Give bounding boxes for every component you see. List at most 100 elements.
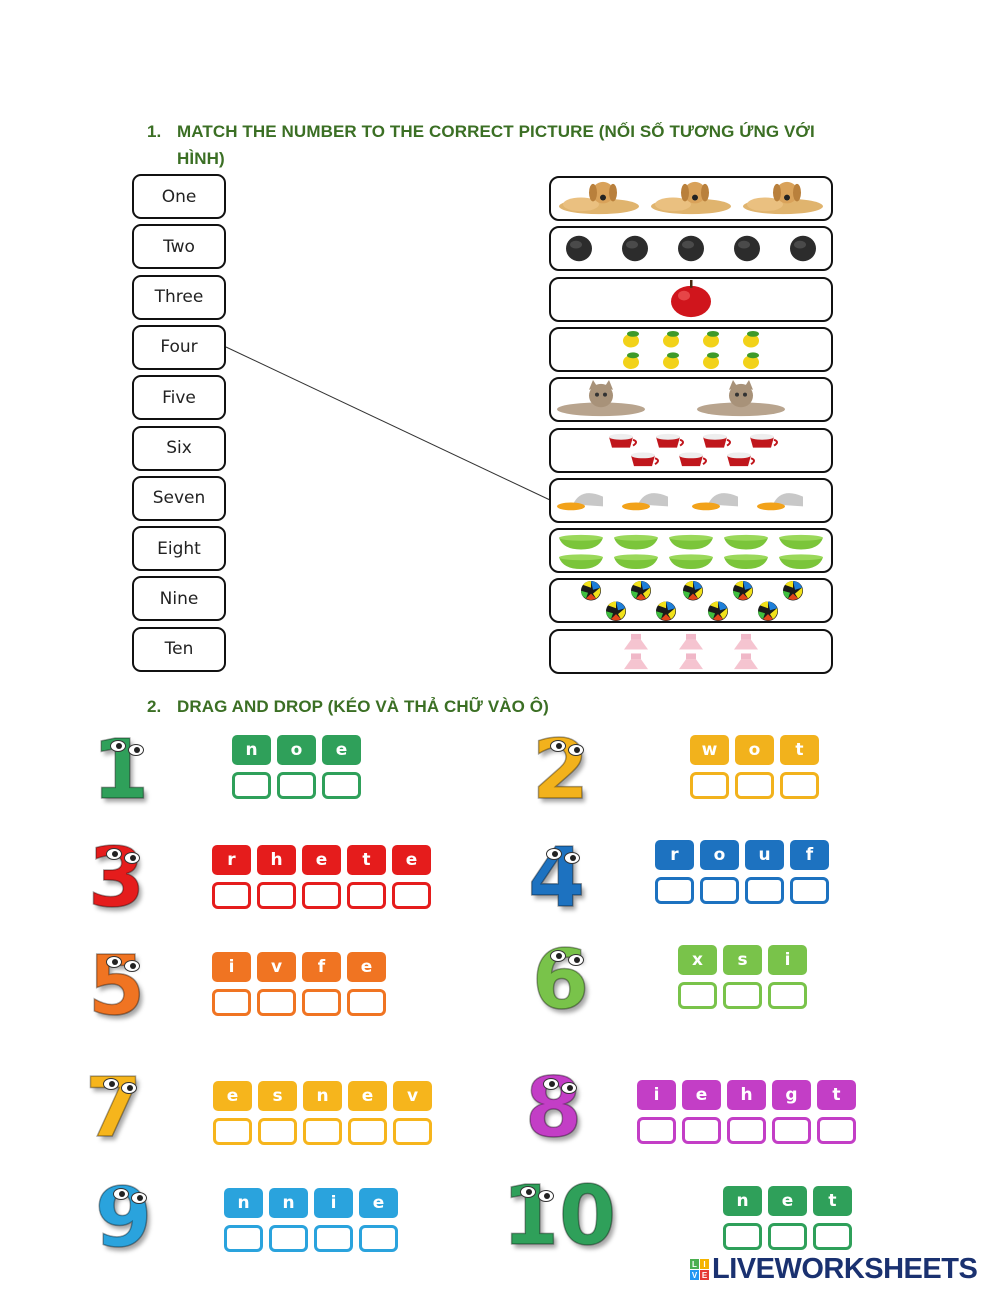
- letter-tile[interactable]: n: [232, 735, 271, 765]
- word-box-eight[interactable]: Eight: [132, 526, 226, 572]
- drop-slot[interactable]: [347, 882, 386, 909]
- letter-tile[interactable]: e: [768, 1186, 807, 1216]
- drop-slot[interactable]: [224, 1225, 263, 1252]
- drop-slot[interactable]: [772, 1117, 811, 1144]
- picture-box-8[interactable]: [549, 528, 833, 574]
- letter-tile[interactable]: n: [303, 1081, 342, 1111]
- letter-tile[interactable]: s: [723, 945, 762, 975]
- drop-slot[interactable]: [257, 989, 296, 1016]
- drop-slot[interactable]: [302, 882, 341, 909]
- letter-tile[interactable]: r: [212, 845, 251, 875]
- picture-box-3[interactable]: [549, 276, 833, 322]
- letter-tile[interactable]: e: [359, 1188, 398, 1218]
- letter-tile[interactable]: t: [780, 735, 819, 765]
- picture-box-6[interactable]: [549, 427, 833, 473]
- picture-box-4[interactable]: [549, 326, 833, 372]
- drop-slot[interactable]: [212, 989, 251, 1016]
- letter-tile[interactable]: u: [745, 840, 784, 870]
- drop-slot[interactable]: [257, 882, 296, 909]
- letter-tile[interactable]: t: [817, 1080, 856, 1110]
- drop-slot[interactable]: [768, 1223, 807, 1250]
- picture-box-2[interactable]: [549, 226, 833, 272]
- drop-slot[interactable]: [269, 1225, 308, 1252]
- picture-box-9[interactable]: [549, 578, 833, 624]
- letter-tile[interactable]: e: [347, 952, 386, 982]
- drop-slot[interactable]: [303, 1118, 342, 1145]
- letter-tile[interactable]: x: [678, 945, 717, 975]
- drop-slot[interactable]: [393, 1118, 432, 1145]
- word-box-two[interactable]: Two: [132, 224, 226, 270]
- word-box-five[interactable]: Five: [132, 375, 226, 421]
- letter-tile[interactable]: g: [772, 1080, 811, 1110]
- letter-tile[interactable]: i: [212, 952, 251, 982]
- drop-slot[interactable]: [302, 989, 341, 1016]
- bowl-icon: [779, 554, 823, 570]
- letter-tile[interactable]: i: [314, 1188, 353, 1218]
- letter-tile[interactable]: h: [727, 1080, 766, 1110]
- drop-slot[interactable]: [723, 1223, 762, 1250]
- word-box-three[interactable]: Three: [132, 274, 226, 320]
- drop-slot[interactable]: [678, 982, 717, 1009]
- letter-tile[interactable]: s: [258, 1081, 297, 1111]
- letter-tile[interactable]: t: [347, 845, 386, 875]
- word-box-ten[interactable]: Ten: [132, 626, 226, 672]
- drop-slot[interactable]: [780, 772, 819, 799]
- drop-slot[interactable]: [690, 772, 729, 799]
- letter-tile[interactable]: v: [393, 1081, 432, 1111]
- letter-tile[interactable]: e: [392, 845, 431, 875]
- letter-tile[interactable]: h: [257, 845, 296, 875]
- drop-slot[interactable]: [817, 1117, 856, 1144]
- drop-slot[interactable]: [347, 989, 386, 1016]
- drop-slot[interactable]: [314, 1225, 353, 1252]
- word-box-one[interactable]: One: [132, 174, 226, 219]
- letter-tile[interactable]: n: [723, 1186, 762, 1216]
- drop-slot[interactable]: [637, 1117, 676, 1144]
- word-box-six[interactable]: Six: [132, 425, 226, 471]
- drop-slot[interactable]: [232, 772, 271, 799]
- picture-box-10[interactable]: [549, 628, 833, 674]
- letter-tile[interactable]: o: [277, 735, 316, 765]
- picture-box-5[interactable]: [549, 377, 833, 423]
- letter-tile[interactable]: w: [690, 735, 729, 765]
- letter-tile[interactable]: n: [269, 1188, 308, 1218]
- drop-slot[interactable]: [277, 772, 316, 799]
- letter-tile[interactable]: n: [224, 1188, 263, 1218]
- letter-tile[interactable]: e: [213, 1081, 252, 1111]
- drop-slot[interactable]: [682, 1117, 721, 1144]
- drop-slot[interactable]: [212, 882, 251, 909]
- letter-tile[interactable]: f: [302, 952, 341, 982]
- drop-slot[interactable]: [723, 982, 762, 1009]
- picture-box-7[interactable]: [549, 477, 833, 523]
- letter-tile[interactable]: t: [813, 1186, 852, 1216]
- word-box-seven[interactable]: Seven: [132, 475, 226, 521]
- drop-slot[interactable]: [727, 1117, 766, 1144]
- drop-slot[interactable]: [348, 1118, 387, 1145]
- drop-slot[interactable]: [655, 877, 694, 904]
- drop-slot[interactable]: [392, 882, 431, 909]
- picture-box-1[interactable]: [549, 176, 833, 221]
- letter-tile[interactable]: i: [768, 945, 807, 975]
- letter-tile[interactable]: r: [655, 840, 694, 870]
- drop-slot[interactable]: [359, 1225, 398, 1252]
- letter-tile[interactable]: v: [257, 952, 296, 982]
- letter-tile[interactable]: e: [682, 1080, 721, 1110]
- drop-slot[interactable]: [322, 772, 361, 799]
- letter-tile[interactable]: e: [322, 735, 361, 765]
- eye-icon: [550, 740, 566, 752]
- letter-tile[interactable]: f: [790, 840, 829, 870]
- drop-slot[interactable]: [735, 772, 774, 799]
- drop-slot[interactable]: [700, 877, 739, 904]
- letter-tile[interactable]: e: [302, 845, 341, 875]
- word-box-nine[interactable]: Nine: [132, 576, 226, 622]
- drop-slot[interactable]: [813, 1223, 852, 1250]
- drop-slot[interactable]: [258, 1118, 297, 1145]
- drop-slot[interactable]: [213, 1118, 252, 1145]
- letter-tile[interactable]: o: [700, 840, 739, 870]
- letter-tile[interactable]: e: [348, 1081, 387, 1111]
- word-box-four[interactable]: Four: [132, 324, 226, 370]
- drop-slot[interactable]: [768, 982, 807, 1009]
- letter-tile[interactable]: o: [735, 735, 774, 765]
- drop-slot[interactable]: [790, 877, 829, 904]
- drop-slot[interactable]: [745, 877, 784, 904]
- letter-tile[interactable]: i: [637, 1080, 676, 1110]
